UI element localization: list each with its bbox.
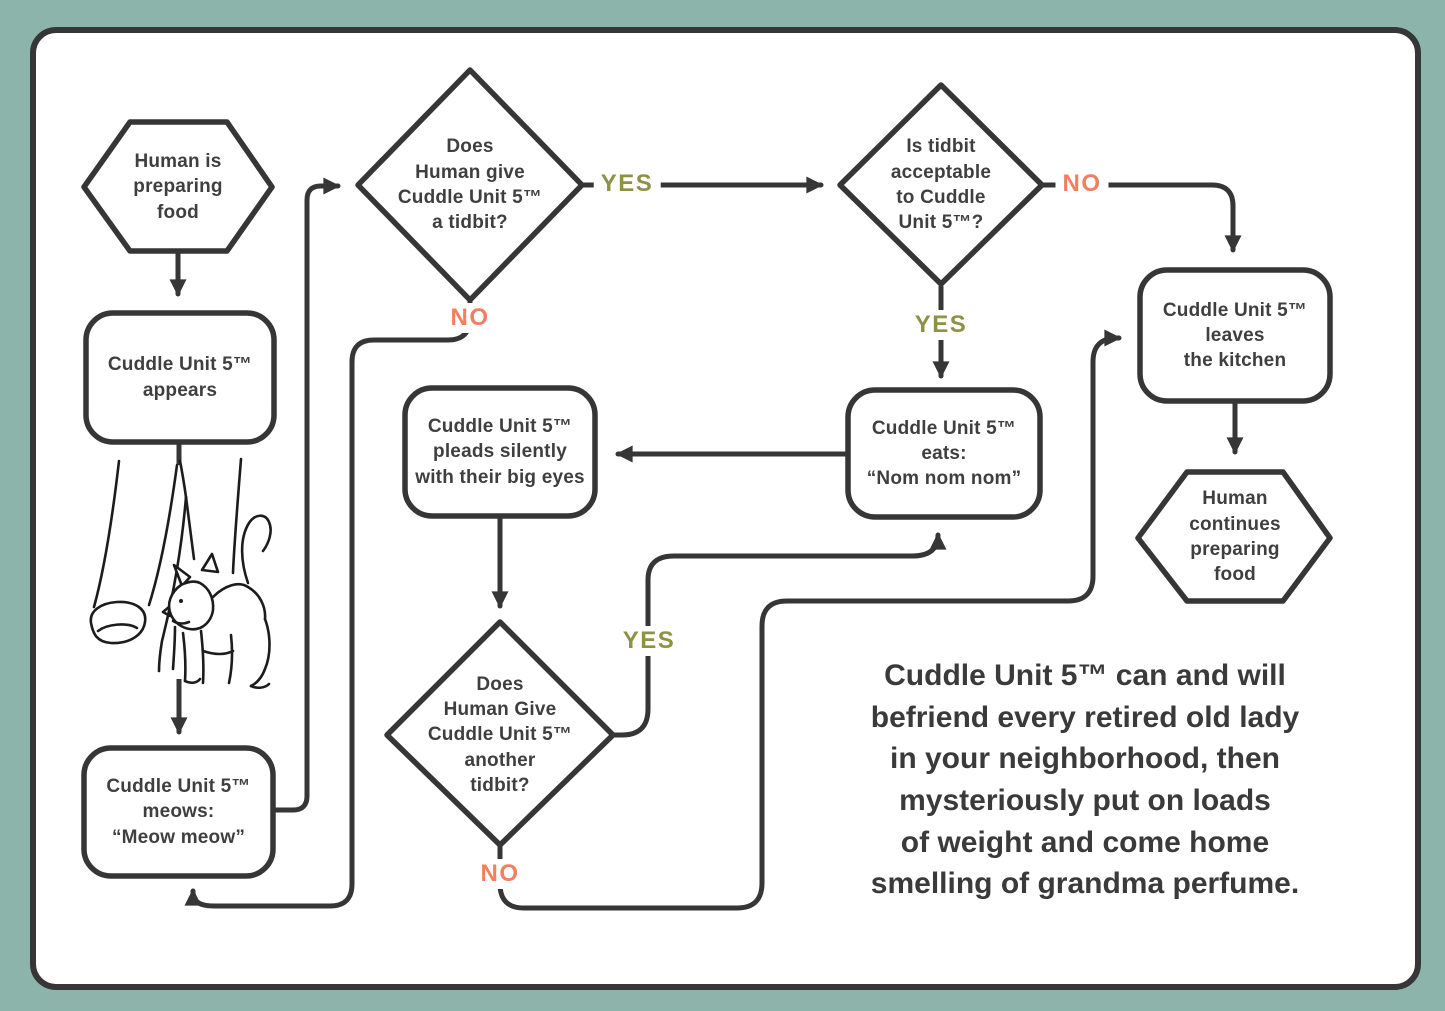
meows-box-shape xyxy=(81,745,276,879)
another-tidbit-diamond-shape xyxy=(384,619,616,848)
continues-hexagon-label: Human continues preparing food xyxy=(1189,488,1281,586)
caption-wrap: Cuddle Unit 5™ can and will befriend eve… xyxy=(842,650,1328,910)
appears-box-label-wrap: Cuddle Unit 5™ appears xyxy=(86,313,274,442)
eats-box-label: Cuddle Unit 5™ eats: “Nom nom nom” xyxy=(866,417,1022,490)
edge-another-yes xyxy=(611,532,947,738)
acceptable-yes-label: YES xyxy=(907,310,975,340)
eats-box-label-wrap: Cuddle Unit 5™ eats: “Nom nom nom” xyxy=(848,390,1040,517)
another-tidbit-diamond-label: Does Human Give Cuddle Unit 5™ another t… xyxy=(427,673,573,796)
another-yes-label: YES xyxy=(615,626,683,656)
pleads-box-label: Cuddle Unit 5™ pleads silently with thei… xyxy=(415,416,585,488)
continues-hexagon-shape xyxy=(1135,469,1333,604)
meows-box-label: Cuddle Unit 5™ meows: “Meow meow” xyxy=(106,776,251,848)
edge-acceptable-no xyxy=(1040,182,1242,253)
leaves-box-label-wrap: Cuddle Unit 5™ leaves the kitchen xyxy=(1140,270,1330,401)
leaves-box-label: Cuddle Unit 5™ leaves the kitchen xyxy=(1162,299,1308,372)
pleads-box-shape xyxy=(402,385,598,519)
acceptable-diamond-label: Is tidbit acceptable to Cuddle Unit 5™? xyxy=(890,136,992,234)
edge-another-no xyxy=(497,329,1122,911)
tidbit-yes-label: YES xyxy=(593,169,661,199)
appears-box-shape xyxy=(83,310,277,445)
leaves-box-shape xyxy=(1137,267,1333,404)
meows-box-label-wrap: Cuddle Unit 5™ meows: “Meow meow” xyxy=(84,748,273,876)
tidbit-diamond-label: Does Human give Cuddle Unit 5™ a tidbit? xyxy=(397,136,543,234)
eats-box-shape xyxy=(845,387,1043,520)
another-tidbit-diamond-label-wrap: Does Human Give Cuddle Unit 5™ another t… xyxy=(395,655,605,815)
edge-tidbit-no-loop xyxy=(184,299,473,909)
tidbit-diamond-shape xyxy=(355,67,585,303)
start-hexagon-label: Human is preparing food xyxy=(133,151,223,223)
start-hexagon-shape xyxy=(81,119,275,254)
human-legs-drawing xyxy=(89,457,243,673)
caption-text: Cuddle Unit 5™ can and will befriend eve… xyxy=(870,658,1300,901)
continues-hexagon-label-wrap: Human continues preparing food xyxy=(1142,472,1328,602)
pleads-box-label-wrap: Cuddle Unit 5™ pleads silently with thei… xyxy=(405,388,595,516)
appears-box-label: Cuddle Unit 5™ appears xyxy=(107,354,253,401)
cat-drawing xyxy=(161,514,272,690)
cat-illustration xyxy=(89,457,295,690)
acceptable-no-label: NO xyxy=(1055,169,1109,199)
another-no-label: NO xyxy=(473,859,527,889)
acceptable-diamond-shape xyxy=(837,82,1045,287)
acceptable-diamond-label-wrap: Is tidbit acceptable to Cuddle Unit 5™? xyxy=(845,110,1037,260)
start-hexagon-label-wrap: Human is preparing food xyxy=(84,122,272,252)
tidbit-no-label: NO xyxy=(443,303,497,333)
edge-meows-to-tidbit xyxy=(270,177,341,813)
tidbit-diamond-label-wrap: Does Human give Cuddle Unit 5™ a tidbit? xyxy=(368,110,572,260)
